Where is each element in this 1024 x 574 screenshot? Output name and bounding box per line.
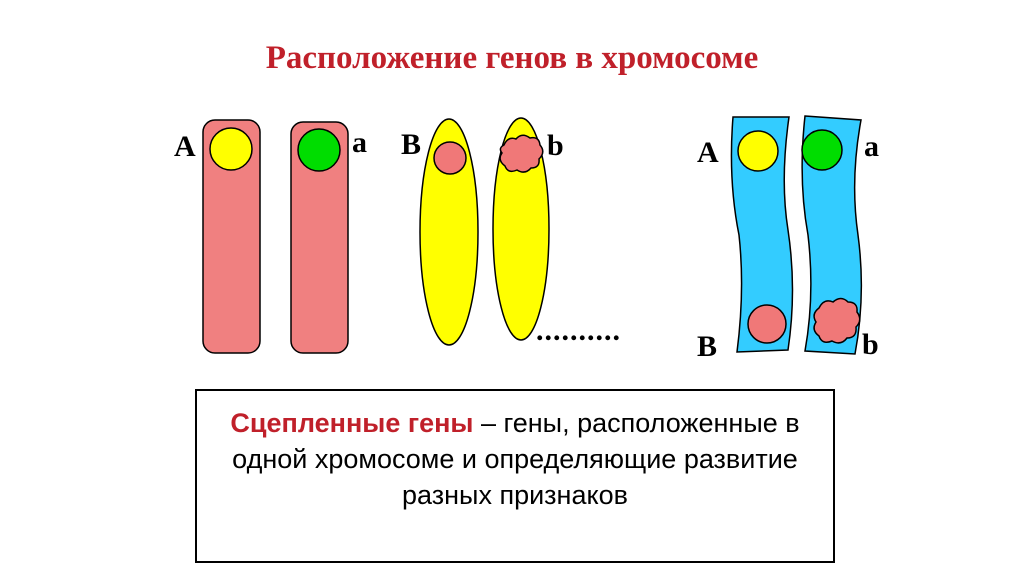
chromosome-blue-left <box>730 116 794 353</box>
label-A-pair1: A <box>174 130 196 163</box>
gene-A-dominant-linked <box>737 130 779 172</box>
definition-term: Сцепленные гены <box>230 408 474 438</box>
gene-B-dominant <box>433 141 467 175</box>
gene-a-recessive <box>297 128 341 172</box>
label-a-pair1: a <box>352 126 367 159</box>
gene-b-recessive <box>499 134 544 173</box>
page-title: Расположение генов в хромосоме <box>265 40 759 76</box>
gene-B-dominant-linked <box>747 304 787 344</box>
chromosome-blue-right <box>801 115 863 355</box>
label-a-pair3: a <box>864 130 879 163</box>
label-B-pair2: B <box>401 128 422 161</box>
label-A-pair3: A <box>697 136 719 169</box>
gene-b-recessive-linked <box>813 297 861 344</box>
label-b-pair2: b <box>547 129 564 162</box>
gene-a-recessive-linked <box>801 129 843 171</box>
definition-text: – гены, расположенные в одной хромосоме … <box>232 408 800 510</box>
chromosome-red-left <box>202 119 261 354</box>
definition-box: Сцепленные гены – гены, расположенные в … <box>195 389 835 563</box>
chromosome-yellow-right <box>492 117 550 341</box>
chromosome-red-right <box>290 121 349 354</box>
ellipsis-dots: .......... <box>536 314 621 347</box>
chromosome-yellow-left <box>419 118 479 346</box>
label-b-pair3: b <box>862 328 879 361</box>
label-B-pair3: B <box>697 330 718 363</box>
gene-A-dominant <box>209 127 253 171</box>
